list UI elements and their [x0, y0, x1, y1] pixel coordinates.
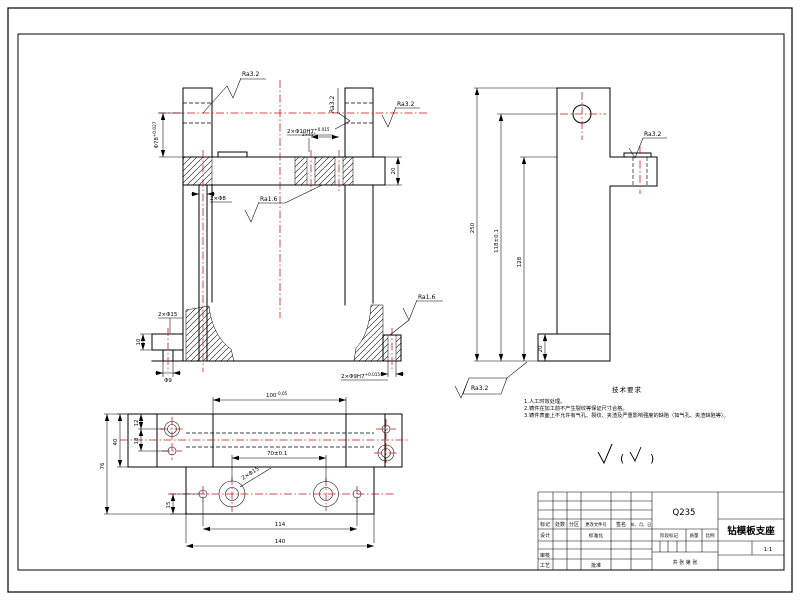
ra-boss-label: Ra3.2 — [644, 131, 661, 138]
role-design: 设计 — [540, 532, 550, 539]
tech-note-1: 1.人工时效处理。 — [524, 397, 565, 405]
role-standardization: 标准化 — [589, 532, 604, 539]
hidden-hole-lines — [183, 102, 373, 124]
title-block: Q235 钻模板支座 标记 处数 分区 更改文件号 签名 年、月、日 设计 标准… — [537, 491, 784, 570]
ra-foot-label: Ra1.6 — [418, 294, 435, 301]
roughness-symbol: Ra3.2 — [628, 131, 667, 159]
rev-col-docno: 更改文件号 — [585, 521, 606, 528]
side-view: 250 118±0.1 128 20 Ra3.2 Ra3.2 — [454, 87, 667, 399]
dim-band-depth: 40 — [113, 438, 119, 445]
dim-foot-holes-right: 2×Φ9H7+0.015 — [341, 372, 380, 380]
roughness-symbol: Ra1.6 — [244, 184, 323, 223]
sheet-frame — [7, 7, 793, 593]
dim-total-height: 250 — [470, 222, 476, 233]
rev-col-sign: 签名 — [616, 521, 626, 528]
dim-web-holes: 2×Φ10H7+0.015 — [287, 127, 330, 135]
role-check: 审核 — [540, 552, 550, 559]
dim-foot-hole: Φ9 — [164, 378, 172, 384]
part-title: 钻模板支座 — [727, 525, 775, 537]
sheet-count: 共 张 第 张 — [673, 559, 698, 566]
ra-mid-label: Ra3.2 — [329, 96, 336, 113]
roughness-symbol: Ra3.2 — [454, 361, 528, 399]
role-approve: 批准 — [591, 562, 601, 569]
tech-requirements: 技术要求 1.人工时效处理。 2.铸件在加工前不产生裂纹等保证尺寸合格。 3.铸… — [524, 385, 729, 419]
surface-finish-note: ( ) — [597, 443, 654, 465]
tech-note-3: 3.铸件表面上不允许有气孔、裂纹、夹渣及严重影响强度的缺陷（如气孔、夹渣缺陷等）… — [524, 411, 729, 419]
dim-base-height: 20 — [538, 345, 544, 352]
roughness-symbol: Ra3.2 — [329, 88, 351, 130]
dim-spotface: 2×Φ15 — [158, 312, 178, 318]
dim-bottom-offset: 15 — [166, 501, 172, 508]
dim-small-hole-span: 114 — [275, 522, 286, 528]
dim-total-width: 140 — [275, 539, 286, 545]
section-hatching — [182, 156, 402, 362]
dim-step-height: 128 — [517, 256, 523, 267]
check-icon — [597, 443, 613, 465]
roughness-symbol: Ra1.6 — [389, 294, 443, 336]
dim-edge-offset: 12 — [134, 420, 140, 427]
plan-view: 100-0.05 70±0.1 114 140 76 40 12 18 15 2… — [100, 391, 410, 549]
open-paren: ( — [620, 452, 624, 465]
dim-total-depth: 76 — [100, 462, 106, 469]
scale-label: 比例 — [706, 532, 715, 539]
rev-col-mark: 标记 — [540, 521, 550, 528]
leader-spotface: 2×Φ15 — [241, 466, 261, 482]
dim-hole-span: 70±0.1 — [267, 451, 287, 457]
ra-top-right-label: Ra3.2 — [397, 101, 414, 108]
dim-leg-holes: 2×Φ8 — [210, 196, 226, 202]
rev-col-zone: 分区 — [569, 521, 579, 528]
ra-base-label: Ra3.2 — [471, 385, 488, 392]
ra-web-label: Ra1.6 — [260, 196, 277, 203]
dim-lug-height: 10 — [136, 338, 142, 345]
material-label: Q235 — [673, 508, 696, 518]
front-view: Φ78+0.027 2×Φ10H7+0.015 2×45° 20 2×Φ8 Φ9… — [136, 71, 443, 384]
tech-title: 技术要求 — [612, 385, 642, 394]
close-paren: ) — [650, 452, 654, 465]
rev-col-date: 年、月、日 — [631, 521, 651, 527]
roughness-symbol: Ra3.2 — [381, 101, 420, 128]
dim-center-width: 100-0.05 — [266, 391, 288, 399]
scale-value: 1:1 — [764, 547, 773, 553]
ra-top-left-label: Ra3.2 — [242, 71, 259, 78]
check-icon — [629, 446, 642, 463]
tech-note-2: 2.铸件在加工前不产生裂纹等保证尺寸合格。 — [524, 404, 628, 412]
rev-col-count: 处数 — [555, 521, 565, 528]
stage-mark-label: 阶段标记 — [660, 532, 678, 539]
roughness-symbol: Ra3.2 — [202, 71, 266, 114]
dim-hole-offset: 18 — [134, 437, 140, 444]
role-process: 工艺 — [540, 563, 550, 569]
dim-web-thickness: 20 — [391, 167, 397, 174]
mass-label: 质量 — [690, 532, 699, 539]
chamfer-note: 2×45° — [302, 132, 316, 137]
centerlines — [158, 80, 428, 372]
dim-center-height: 118±0.1 — [494, 229, 500, 253]
dim-bore-height: Φ78+0.027 — [152, 121, 160, 148]
